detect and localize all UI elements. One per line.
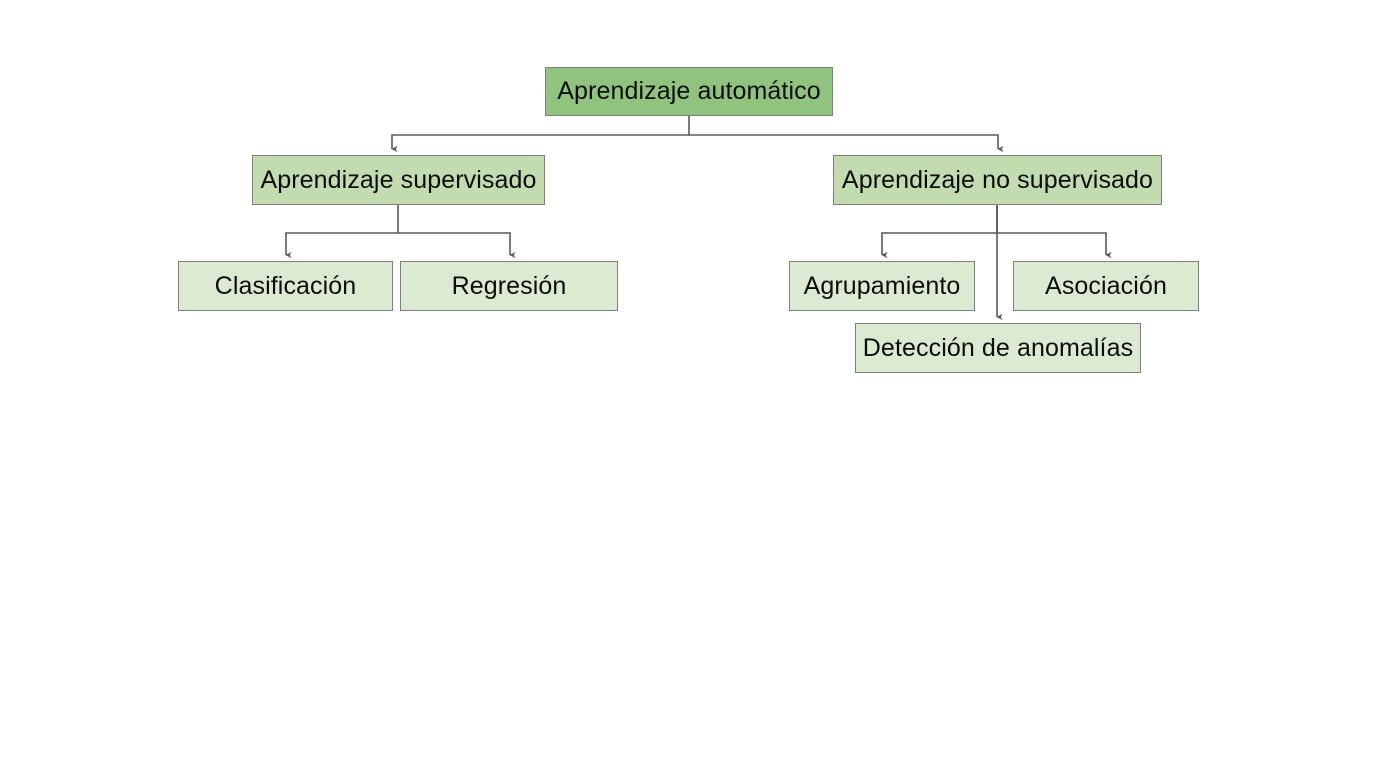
edge-unsupervised-to-clustering (881, 205, 998, 259)
node-aprendizaje-supervisado[interactable]: Aprendizaje supervisado (252, 155, 545, 205)
edge-supervised-to-regression (398, 232, 516, 259)
edge-root-to-supervised (391, 116, 690, 153)
node-label: Regresión (451, 271, 567, 300)
node-label: Aprendizaje automático (557, 77, 821, 105)
node-asociacion[interactable]: Asociación (1013, 261, 1199, 311)
node-label: Aprendizaje no supervisado (841, 165, 1154, 194)
node-aprendizaje-no-supervisado[interactable]: Aprendizaje no supervisado (833, 155, 1162, 205)
node-clasificacion[interactable]: Clasificación (178, 261, 393, 311)
node-regresion[interactable]: Regresión (400, 261, 618, 311)
edge-unsupervised-to-association (997, 232, 1112, 259)
node-label: Clasificación (214, 271, 357, 300)
node-label: Aprendizaje supervisado (260, 165, 537, 194)
node-deteccion-de-anomalias[interactable]: Detección de anomalías (855, 323, 1141, 373)
node-label: Asociación (1045, 271, 1167, 300)
node-aprendizaje-automatico[interactable]: Aprendizaje automático (545, 67, 833, 116)
node-label: Detección de anomalías (862, 333, 1134, 362)
edge-supervised-to-classification (285, 205, 399, 259)
edge-root-to-unsupervised (689, 134, 1004, 153)
node-agrupamiento[interactable]: Agrupamiento (789, 261, 975, 311)
node-label: Agrupamiento (803, 271, 961, 300)
